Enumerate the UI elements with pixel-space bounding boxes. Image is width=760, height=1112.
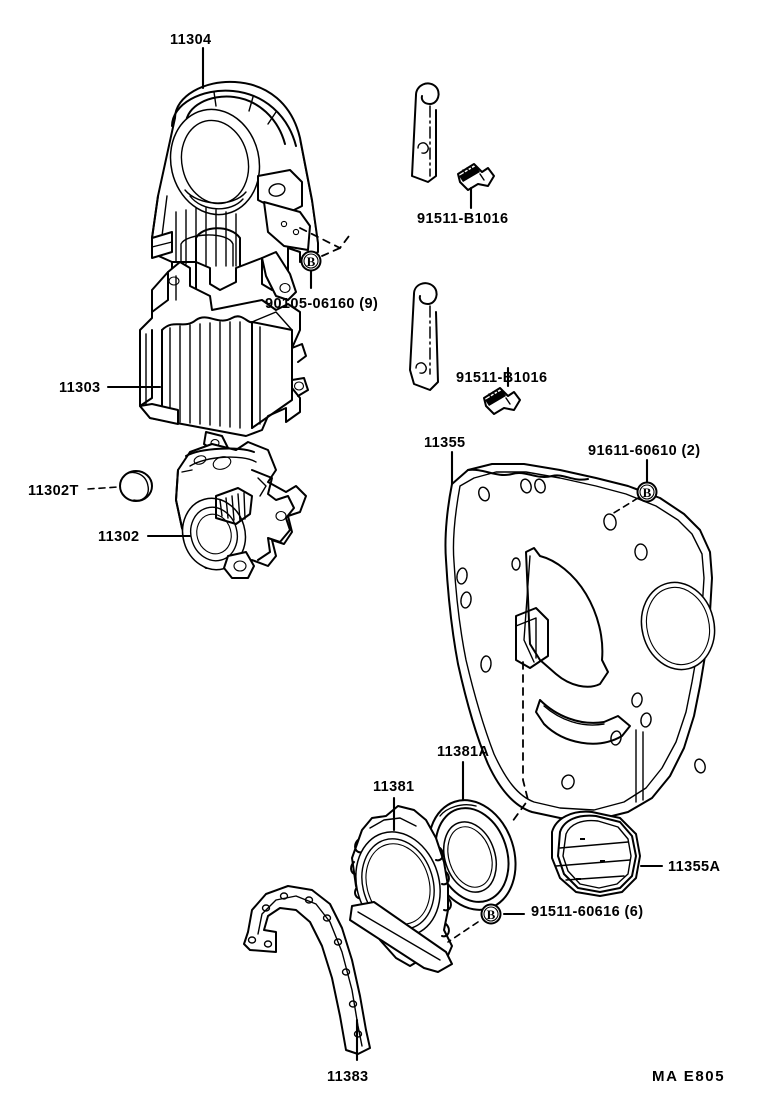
- part-11302-timing-belt-cover-no1: [175, 441, 307, 579]
- callout-91511-B1016-lower: 91511-B1016: [456, 370, 548, 386]
- part-91511-B1016-clip-upper: [411, 82, 440, 183]
- part-11304-timing-belt-cover-no3: [151, 80, 319, 304]
- callout-11304: 11304: [170, 32, 212, 48]
- callout-11302T: 11302T: [28, 483, 79, 499]
- marker-B-90105: B: [300, 250, 322, 290]
- callout-90105-06160: 90105-06160 (9): [265, 296, 379, 312]
- assembly-line-90105: [299, 227, 353, 257]
- marker-B-91611: B: [636, 481, 658, 503]
- part-11303-timing-belt-cover-no2: [139, 261, 309, 453]
- part-11355A-rear-end-plate-cover: [551, 810, 641, 897]
- svg-text:B: B: [307, 254, 316, 269]
- callout-91511-B1016-upper: 91511-B1016: [417, 211, 509, 227]
- callout-11383: 11383: [327, 1069, 369, 1085]
- marker-B-91511-60616: B: [480, 903, 502, 925]
- leader-91511-60616: [447, 912, 526, 943]
- svg-text:B: B: [643, 485, 652, 500]
- callout-91511-60616: 91511-60616 (6): [531, 904, 644, 920]
- sheet-watermark: MA E805: [652, 1068, 726, 1085]
- callout-91611-60610: 91611-60610 (2): [588, 443, 701, 459]
- svg-text:B: B: [487, 907, 496, 922]
- callout-11355: 11355: [424, 435, 466, 451]
- part-91511-B1016-clip-lower: [409, 282, 439, 391]
- part-bolt-91511-B1016-lower: [483, 387, 521, 415]
- part-11381-rear-oil-seal-retainer: [349, 805, 453, 973]
- part-bolt-91511-B1016-upper: [457, 163, 495, 191]
- callout-11355A: 11355A: [668, 859, 721, 875]
- part-11355-rear-end-plate: [444, 463, 716, 821]
- leader-11302T: [87, 486, 119, 490]
- callout-11381A: 11381A: [437, 744, 490, 760]
- part-11302T-cover-plug: [119, 470, 153, 502]
- callout-11303: 11303: [59, 380, 101, 396]
- part-11383-oil-seal-retainer-gasket: [243, 885, 371, 1055]
- callout-11302: 11302: [98, 529, 140, 545]
- assembly-line-rear-seal: [511, 661, 529, 823]
- callout-11381: 11381: [373, 779, 415, 795]
- leader-91611-60610: [611, 458, 649, 515]
